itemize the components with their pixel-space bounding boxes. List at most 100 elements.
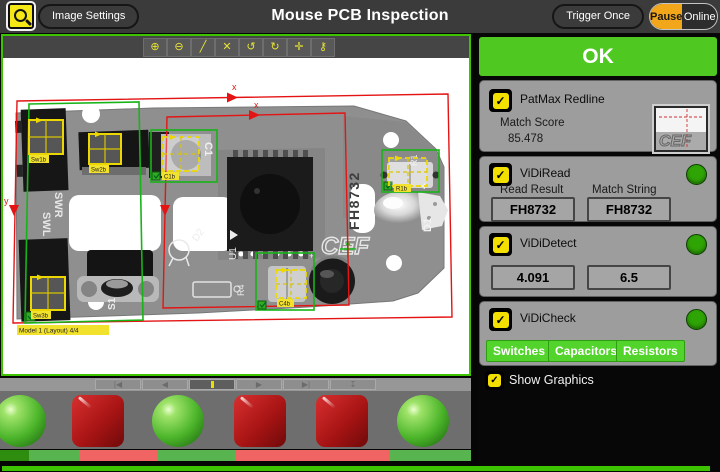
pcb-image-canvas[interactable]: SWR SWL S1 C1 FH8732 R1 D1 D2 R4 U1 + + …	[3, 58, 469, 374]
pcb-components	[15, 108, 448, 322]
svg-text:Sw1b: Sw1b	[31, 157, 47, 163]
previous-frame-button[interactable]: ◀	[142, 379, 188, 390]
svg-text:D1: D1	[422, 218, 434, 232]
patmax-label: PatMax Redline	[520, 92, 605, 106]
vidiread-section: ViDiRead Read Result Match String FH8732…	[479, 156, 717, 222]
read-result-value: FH8732	[491, 197, 575, 222]
match-string-value: FH8732	[587, 197, 671, 222]
vididetect-label: ViDiDetect	[520, 236, 577, 250]
svg-text:+: +	[309, 251, 314, 261]
svg-text:C4b: C4b	[279, 301, 291, 307]
vidiread-checkbox[interactable]	[489, 163, 512, 186]
svg-text:SWR: SWR	[52, 192, 64, 218]
image-toolbar: ⊕ ⊖ ╱ ✕ ↺ ↻ ✛ ⚷	[3, 36, 469, 58]
svg-text:S1: S1	[107, 297, 118, 310]
zoom-in-icon[interactable]: ⊕	[143, 38, 167, 57]
resistors-button[interactable]: Resistors	[616, 340, 685, 362]
vididetect-section: ViDiDetect 4.091 6.5	[479, 226, 717, 297]
capacitors-button[interactable]: Capacitors	[548, 340, 625, 362]
show-graphics-checkbox[interactable]	[485, 371, 504, 390]
patmax-section: PatMax Redline Match Score 85.478 CEF	[479, 80, 717, 154]
fail-result-thumbnail[interactable]	[316, 395, 368, 447]
rotate-cw-icon[interactable]: ↻	[263, 38, 287, 57]
history-segment-pass	[389, 450, 471, 461]
pass-result-thumbnail[interactable]	[152, 395, 204, 447]
svg-text:+: +	[421, 181, 427, 193]
result-history-bar[interactable]	[0, 450, 471, 461]
image-settings-button[interactable]: Image Settings	[38, 4, 140, 29]
image-view: ⊕ ⊖ ╱ ✕ ↺ ↻ ✛ ⚷	[1, 34, 471, 376]
history-segment-pass	[29, 450, 79, 461]
svg-text:Sw2b: Sw2b	[91, 167, 107, 173]
vididetect-value-1: 4.091	[491, 265, 575, 290]
trigger-once-button[interactable]: Trigger Once	[552, 4, 644, 29]
model-tag-background	[17, 325, 109, 335]
svg-text:C1b: C1b	[164, 174, 176, 180]
vididetect-checkbox[interactable]	[489, 233, 512, 256]
svg-text:U1: U1	[228, 247, 239, 260]
svg-text:CEF: CEF	[659, 133, 692, 150]
vidicheck-label: ViDiCheck	[520, 311, 576, 325]
pattern-targets-yellow: Sw1b Sw2b Sw3b C1b C4b R1b Model	[17, 117, 428, 335]
x-axis-label: x	[232, 82, 237, 92]
y-axis-label: y	[4, 196, 9, 206]
filmstrip-nav: |◀ ◀ ▶ ▶| ↧	[0, 378, 471, 391]
vidicheck-section: ViDiCheck Switches Capacitors Resistors	[479, 301, 717, 366]
fixture-overlay-red: x y x	[4, 82, 453, 324]
center-icon[interactable]: ✛	[287, 38, 311, 57]
vidicheck-status-led	[686, 309, 707, 330]
save-frame-button[interactable]: ↧	[330, 379, 376, 390]
patmax-pattern-thumbnail: CEF	[652, 104, 710, 154]
delete-icon[interactable]: ✕	[215, 38, 239, 57]
history-segment-pass	[157, 450, 235, 461]
svg-text:R1b: R1b	[396, 186, 408, 192]
next-frame-button[interactable]: ▶	[236, 379, 282, 390]
frame-position-indicator[interactable]	[189, 379, 235, 390]
online-button[interactable]: Online	[683, 10, 716, 23]
svg-text:SWL: SWL	[40, 212, 52, 237]
vididetect-value-2: 6.5	[587, 265, 671, 290]
history-segment-fail	[235, 450, 389, 461]
svg-text:R4: R4	[236, 284, 246, 296]
history-segment-fail	[79, 450, 157, 461]
show-graphics-row: Show Graphics	[481, 370, 711, 394]
first-frame-button[interactable]: |◀	[95, 379, 141, 390]
svg-text:FH8732: FH8732	[346, 171, 362, 230]
line-tool-icon[interactable]: ╱	[191, 38, 215, 57]
pcb-inspection-image: SWR SWL S1 C1 FH8732 R1 D1 D2 R4 U1 + + …	[4, 82, 453, 335]
patmax-checkbox[interactable]	[489, 89, 512, 112]
results-panel: OK PatMax Redline Match Score 85.478 CEF…	[477, 33, 720, 472]
zoom-out-icon[interactable]: ⊖	[167, 38, 191, 57]
fail-result-thumbnail[interactable]	[72, 395, 124, 447]
page-title: Mouse PCB Inspection	[271, 7, 449, 24]
match-string-label: Match String	[592, 184, 657, 196]
rotate-ccw-icon[interactable]: ↺	[239, 38, 263, 57]
result-thumbnail-strip	[0, 391, 471, 449]
svg-text:C1: C1	[202, 142, 214, 156]
fail-result-thumbnail[interactable]	[234, 395, 286, 447]
lock-icon[interactable]: ⚷	[311, 38, 335, 57]
switches-button[interactable]: Switches	[486, 340, 553, 362]
overall-status-banner: OK	[479, 37, 717, 76]
svg-text:R1: R1	[409, 154, 419, 166]
vidiread-label: ViDiRead	[520, 166, 571, 180]
vision-system-logo-icon	[6, 1, 36, 31]
region-overlay-green	[24, 101, 440, 324]
pass-result-thumbnail[interactable]	[397, 395, 449, 447]
history-segment-current	[0, 450, 29, 461]
last-frame-button[interactable]: ▶|	[283, 379, 329, 390]
pass-result-thumbnail[interactable]	[0, 395, 46, 447]
position-marker-icon	[210, 381, 214, 388]
vidicheck-checkbox[interactable]	[489, 308, 512, 331]
show-graphics-label: Show Graphics	[509, 373, 594, 387]
svg-text:x: x	[254, 100, 259, 110]
top-bar: Image Settings Mouse PCB Inspection Trig…	[0, 0, 720, 33]
svg-text:Sw3b: Sw3b	[33, 313, 49, 319]
run-mode-toggle: Pause Online	[649, 3, 718, 30]
pause-button[interactable]: Pause	[650, 4, 683, 29]
match-score-value: 85.478	[508, 133, 544, 145]
cef-logo: CEF	[321, 233, 370, 260]
read-result-label: Read Result	[500, 184, 564, 196]
status-bar-green	[2, 466, 710, 471]
